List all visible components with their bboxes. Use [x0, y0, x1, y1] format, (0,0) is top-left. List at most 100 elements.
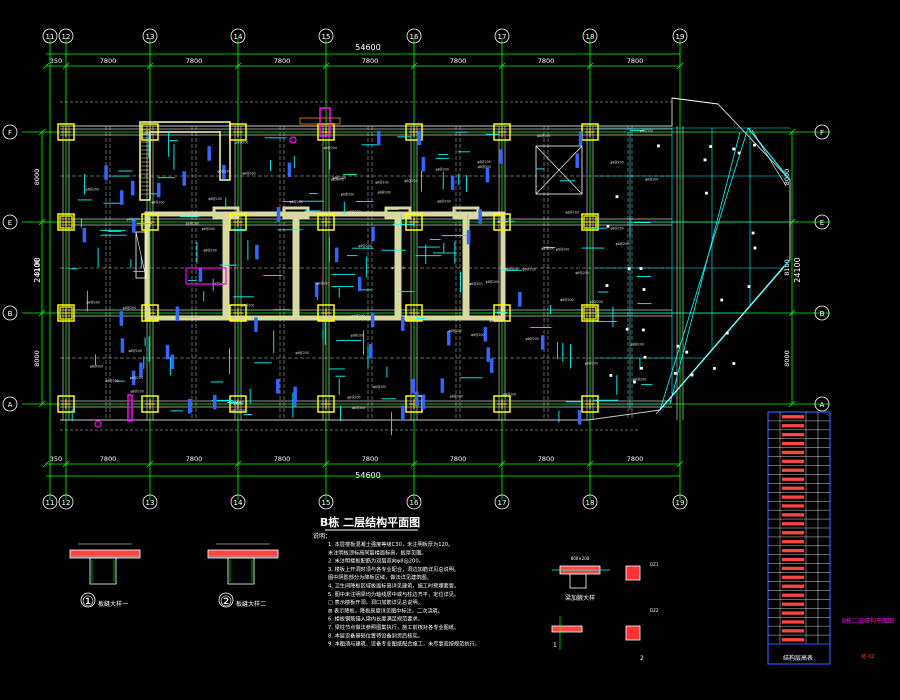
support-rebar-mark: [400, 316, 405, 331]
section-2-block: [625, 625, 641, 641]
dimension-text: 350: [50, 57, 62, 65]
column: [317, 213, 335, 231]
rebar-annotation: φ8@200: [404, 179, 417, 183]
rebar-annotation: φ8@200: [645, 178, 658, 182]
wing-node: [703, 158, 707, 162]
dimension-tick: [322, 460, 330, 468]
axis-bubble-right: [814, 124, 830, 140]
schedule-cell-mark: [781, 432, 805, 437]
dimension-text-left: 8000: [33, 169, 41, 186]
rebar-annotation: φ8@200: [610, 160, 623, 164]
axis-bubble-bottom: [230, 494, 246, 510]
support-rebar-mark: [254, 317, 258, 332]
rebar-annotation: φ8@200: [436, 168, 449, 172]
rebar-annotation: φ8@200: [560, 298, 573, 302]
schedule-cell-mark: [781, 593, 805, 597]
column: [57, 395, 75, 413]
rebar-annotation: φ8@200: [616, 242, 629, 246]
axis-bubble-right: [814, 396, 830, 412]
column: [141, 395, 159, 413]
axis-bubble-top: [58, 28, 74, 44]
overall-dimension-right: 24100: [793, 257, 802, 282]
rebar-annotation: φ8@200: [123, 306, 136, 310]
wing-node: [737, 151, 741, 155]
axis-label-bottom: 14: [234, 499, 243, 507]
highlight-mark: [127, 394, 133, 422]
rebar-annotation: φ8@200: [537, 134, 550, 138]
core-wall-cap: [384, 206, 412, 220]
axis-label-right: A: [820, 401, 825, 409]
dimension-text: 7800: [538, 57, 555, 65]
note-line-4: 3. 楼板上开洞时须与各专业配合，洞边加筋详见总说明。: [328, 565, 459, 573]
rebar-annotation: φ8@200: [128, 349, 141, 353]
wing-diagonal-edge: [751, 129, 787, 187]
dimension-text: 7800: [627, 57, 644, 65]
axis-bubble-bottom: [494, 494, 510, 510]
dimension-tick: [498, 460, 506, 468]
axis-bubble-left: [2, 124, 18, 140]
note-line-8: □ 表示楼板开洞，洞口加筋详见总说明。: [328, 598, 423, 606]
highlight-mark: [185, 267, 227, 285]
rebar-annotation: φ8@200: [130, 390, 143, 394]
wing-edge: [671, 97, 719, 105]
section-1-slab: [551, 625, 583, 633]
axis-bubble-bottom: [318, 494, 334, 510]
schedule-cell-mark: [781, 495, 805, 499]
dimension-tick: [146, 460, 154, 468]
support-rebar-mark: [293, 392, 297, 407]
axis-label-top: 16: [410, 33, 419, 41]
axis-label-top: 15: [322, 33, 331, 41]
wing-node: [642, 288, 646, 291]
support-rebar-mark: [368, 344, 373, 359]
dimension-tick: [410, 460, 418, 468]
schedule-cell-mark: [781, 450, 805, 455]
column: [493, 395, 511, 413]
support-rebar-mark: [120, 190, 124, 205]
rebar-annotation: φ8@200: [331, 177, 344, 181]
schedule-cell-mark: [781, 486, 805, 490]
rebar-annotation: φ8@200: [316, 281, 329, 285]
wing-node: [732, 362, 736, 365]
rebar-annotation: φ8@200: [375, 180, 388, 184]
dimension-tick: [788, 309, 796, 317]
column: [405, 304, 423, 322]
support-rebar-mark: [575, 153, 579, 168]
overall-dimension-top: 54600: [355, 43, 380, 52]
axis-label-right: E: [820, 219, 824, 227]
support-rebar-mark: [334, 247, 339, 263]
wing-node: [725, 331, 729, 335]
axis-label-right: F: [820, 129, 824, 137]
support-rebar-mark: [198, 267, 203, 282]
rebar-annotation: φ8@200: [242, 171, 255, 175]
dimension-tick: [234, 62, 242, 70]
column: [405, 213, 423, 231]
rebar-annotation: φ8@200: [203, 248, 216, 252]
rebar-annotation: φ8@200: [324, 146, 337, 150]
rebar-annotation: φ8@200: [449, 329, 462, 333]
support-rebar-mark: [156, 182, 161, 198]
wing-diagonal: [669, 131, 741, 405]
support-rebar-mark: [466, 229, 471, 245]
note-line-6: 4. 卫生间降板区域板面标高详见建筑，施工时预埋套管。: [328, 582, 459, 590]
dimension-tick: [788, 128, 796, 136]
rebar-annotation: φ8@200: [86, 301, 99, 305]
dimension-tick: [62, 460, 70, 468]
highlight-mark: [289, 136, 297, 144]
dimension-text: 7800: [362, 57, 379, 65]
schedule-cell-mark: [781, 441, 805, 446]
rebar-annotation: φ8@200: [241, 304, 254, 308]
dimension-text: 7800: [627, 455, 644, 463]
dimension-tick: [42, 62, 50, 70]
rebar-annotation: φ8@200: [525, 337, 538, 341]
support-rebar-mark: [130, 180, 135, 196]
rebar-annotation: φ8@200: [151, 201, 164, 205]
dimension-tick: [42, 460, 50, 468]
wing-node: [720, 298, 724, 302]
core-wall: [462, 213, 470, 319]
rebar-annotation: φ8@200: [469, 282, 482, 286]
support-rebar-mark: [120, 338, 125, 353]
axis-bubble-bottom: [58, 494, 74, 510]
support-rebar-mark: [377, 130, 381, 146]
schedule-cell-mark: [781, 557, 805, 562]
